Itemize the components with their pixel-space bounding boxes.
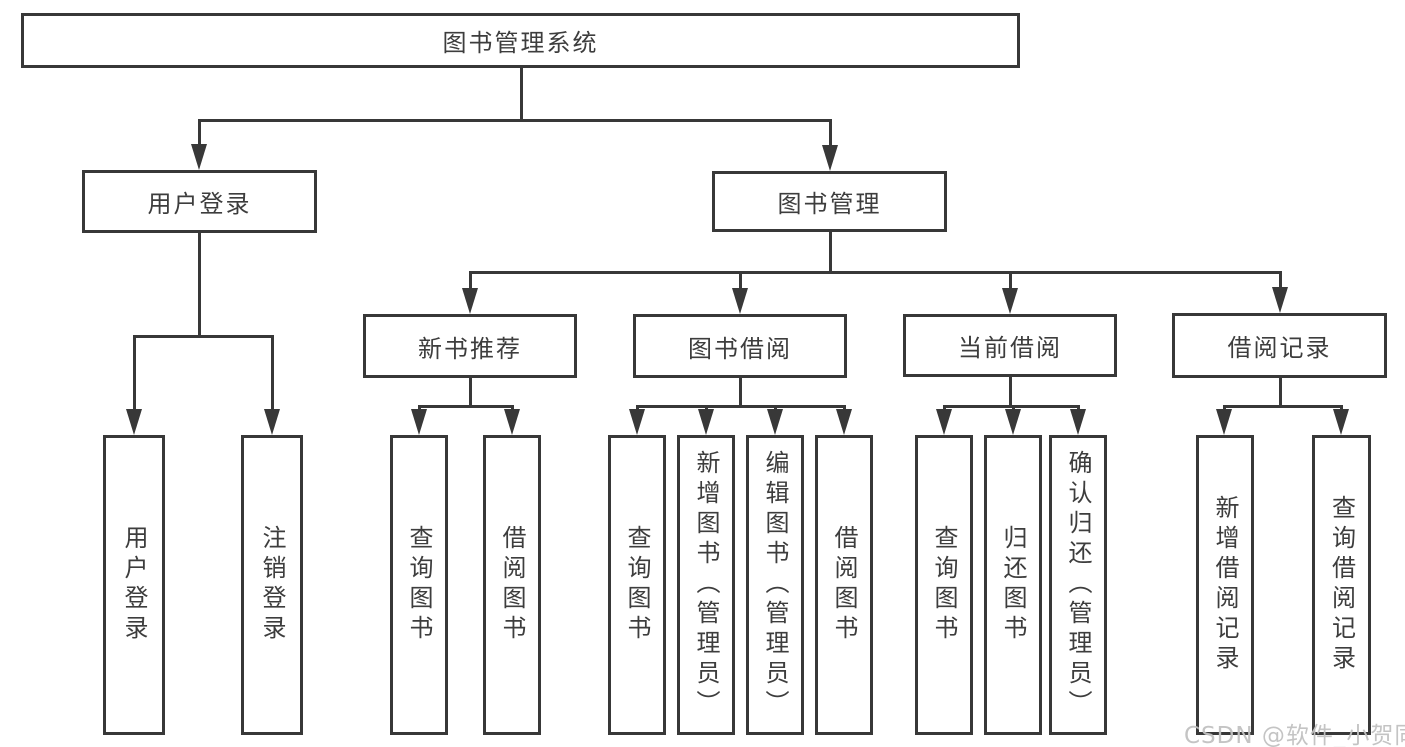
arrowhead-down-icon <box>629 409 645 435</box>
connector-line-vertical <box>519 68 523 120</box>
arrowhead-down-icon <box>411 409 427 435</box>
arrowhead-down-icon <box>1070 409 1086 435</box>
node-label-leaf-query-borrow-record: 查询借阅记录 <box>1327 495 1356 675</box>
connector-line-horizontal <box>1222 404 1343 408</box>
node-label-leaf-add-borrow-record: 新增借阅记录 <box>1211 495 1239 675</box>
node-user-login: 用户登录 <box>82 170 317 233</box>
arrowhead-down-icon <box>936 409 952 435</box>
connector-line-vertical <box>197 120 201 148</box>
csdn-watermark: CSDN @软件_小贺同学 <box>1184 723 1405 747</box>
node-label-user-login: 用户登录 <box>147 190 252 218</box>
node-label-leaf-query-books-current: 查询图书 <box>930 525 958 645</box>
arrowhead-down-icon <box>1333 409 1349 435</box>
node-leaf-query-books-current: 查询图书 <box>915 435 973 735</box>
node-label-leaf-borrow-books-borrowing: 借阅图书 <box>830 525 858 645</box>
node-label-leaf-logout: 注销登录 <box>258 525 286 645</box>
node-label-leaf-query-books-borrowing: 查询图书 <box>623 525 651 645</box>
node-current-borrowing: 当前借阅 <box>903 314 1117 377</box>
connector-line-horizontal <box>468 270 1282 274</box>
node-leaf-query-books-borrowing: 查询图书 <box>608 435 666 735</box>
node-label-system-root: 图书管理系统 <box>442 29 599 57</box>
node-label-new-book-recommend: 新书推荐 <box>418 334 522 363</box>
connector-line-horizontal <box>942 404 1080 408</box>
node-new-book-recommend: 新书推荐 <box>363 314 577 378</box>
connector-line-vertical <box>197 233 201 336</box>
node-system-root: 图书管理系统 <box>21 13 1020 68</box>
connector-line-vertical <box>468 378 472 406</box>
connector-line-horizontal <box>417 404 514 408</box>
node-label-book-borrowing: 图书借阅 <box>688 334 792 363</box>
arrowhead-down-icon <box>504 409 520 435</box>
node-book-management: 图书管理 <box>712 171 947 232</box>
arrowhead-down-icon <box>126 409 142 435</box>
arrowhead-down-icon <box>732 288 748 314</box>
arrowhead-down-icon <box>836 409 852 435</box>
node-label-leaf-user-login: 用户登录 <box>120 525 148 645</box>
node-borrowing-records: 借阅记录 <box>1172 313 1387 378</box>
connector-line-vertical <box>1008 272 1012 292</box>
node-leaf-logout: 注销登录 <box>241 435 303 735</box>
node-label-book-management: 图书管理 <box>777 190 882 218</box>
node-leaf-confirm-return-admin: 确认归还（管理员） <box>1049 435 1107 735</box>
node-label-leaf-edit-books-admin: 编辑图书（管理员） <box>761 450 789 720</box>
connector-line-vertical <box>468 272 472 292</box>
node-leaf-add-borrow-record: 新增借阅记录 <box>1196 435 1254 735</box>
node-leaf-borrow-books-recommend: 借阅图书 <box>483 435 541 735</box>
arrowhead-down-icon <box>1002 288 1018 314</box>
arrowhead-down-icon <box>191 144 207 170</box>
node-leaf-edit-books-admin: 编辑图书（管理员） <box>746 435 804 735</box>
connector-line-vertical <box>738 272 742 292</box>
node-book-borrowing: 图书借阅 <box>633 314 847 378</box>
connector-line-vertical <box>1008 377 1012 406</box>
connector-line-vertical <box>1278 378 1282 406</box>
node-label-leaf-confirm-return-admin: 确认归还（管理员） <box>1064 450 1092 720</box>
node-leaf-borrow-books-borrowing: 借阅图书 <box>815 435 873 735</box>
arrowhead-down-icon <box>822 145 838 171</box>
arrowhead-down-icon <box>264 409 280 435</box>
arrowhead-down-icon <box>462 288 478 314</box>
node-label-leaf-query-books-recommend: 查询图书 <box>405 525 433 645</box>
connector-line-horizontal <box>635 404 846 408</box>
connector-line-horizontal <box>132 334 274 338</box>
node-leaf-query-books-recommend: 查询图书 <box>390 435 448 735</box>
arrowhead-down-icon <box>1272 287 1288 313</box>
connector-line-vertical <box>132 336 136 413</box>
node-label-current-borrowing: 当前借阅 <box>958 334 1062 362</box>
node-label-leaf-return-books: 归还图书 <box>999 525 1027 645</box>
arrowhead-down-icon <box>767 409 783 435</box>
arrowhead-down-icon <box>1216 409 1232 435</box>
connector-line-vertical <box>828 120 832 148</box>
arrowhead-down-icon <box>1005 409 1021 435</box>
node-label-leaf-add-books-admin: 新增图书（管理员） <box>692 450 720 720</box>
arrowhead-down-icon <box>698 409 714 435</box>
node-leaf-query-borrow-record: 查询借阅记录 <box>1312 435 1371 735</box>
connector-line-vertical <box>738 378 742 406</box>
node-leaf-return-books: 归还图书 <box>984 435 1042 735</box>
connector-line-vertical <box>828 232 832 272</box>
node-leaf-user-login: 用户登录 <box>103 435 165 735</box>
node-leaf-add-books-admin: 新增图书（管理员） <box>677 435 735 735</box>
node-label-leaf-borrow-books-recommend: 借阅图书 <box>498 525 526 645</box>
node-label-borrowing-records: 借阅记录 <box>1227 334 1332 362</box>
connector-line-vertical <box>270 336 274 413</box>
connector-line-horizontal <box>197 118 832 122</box>
connector-line-vertical <box>1278 272 1282 292</box>
